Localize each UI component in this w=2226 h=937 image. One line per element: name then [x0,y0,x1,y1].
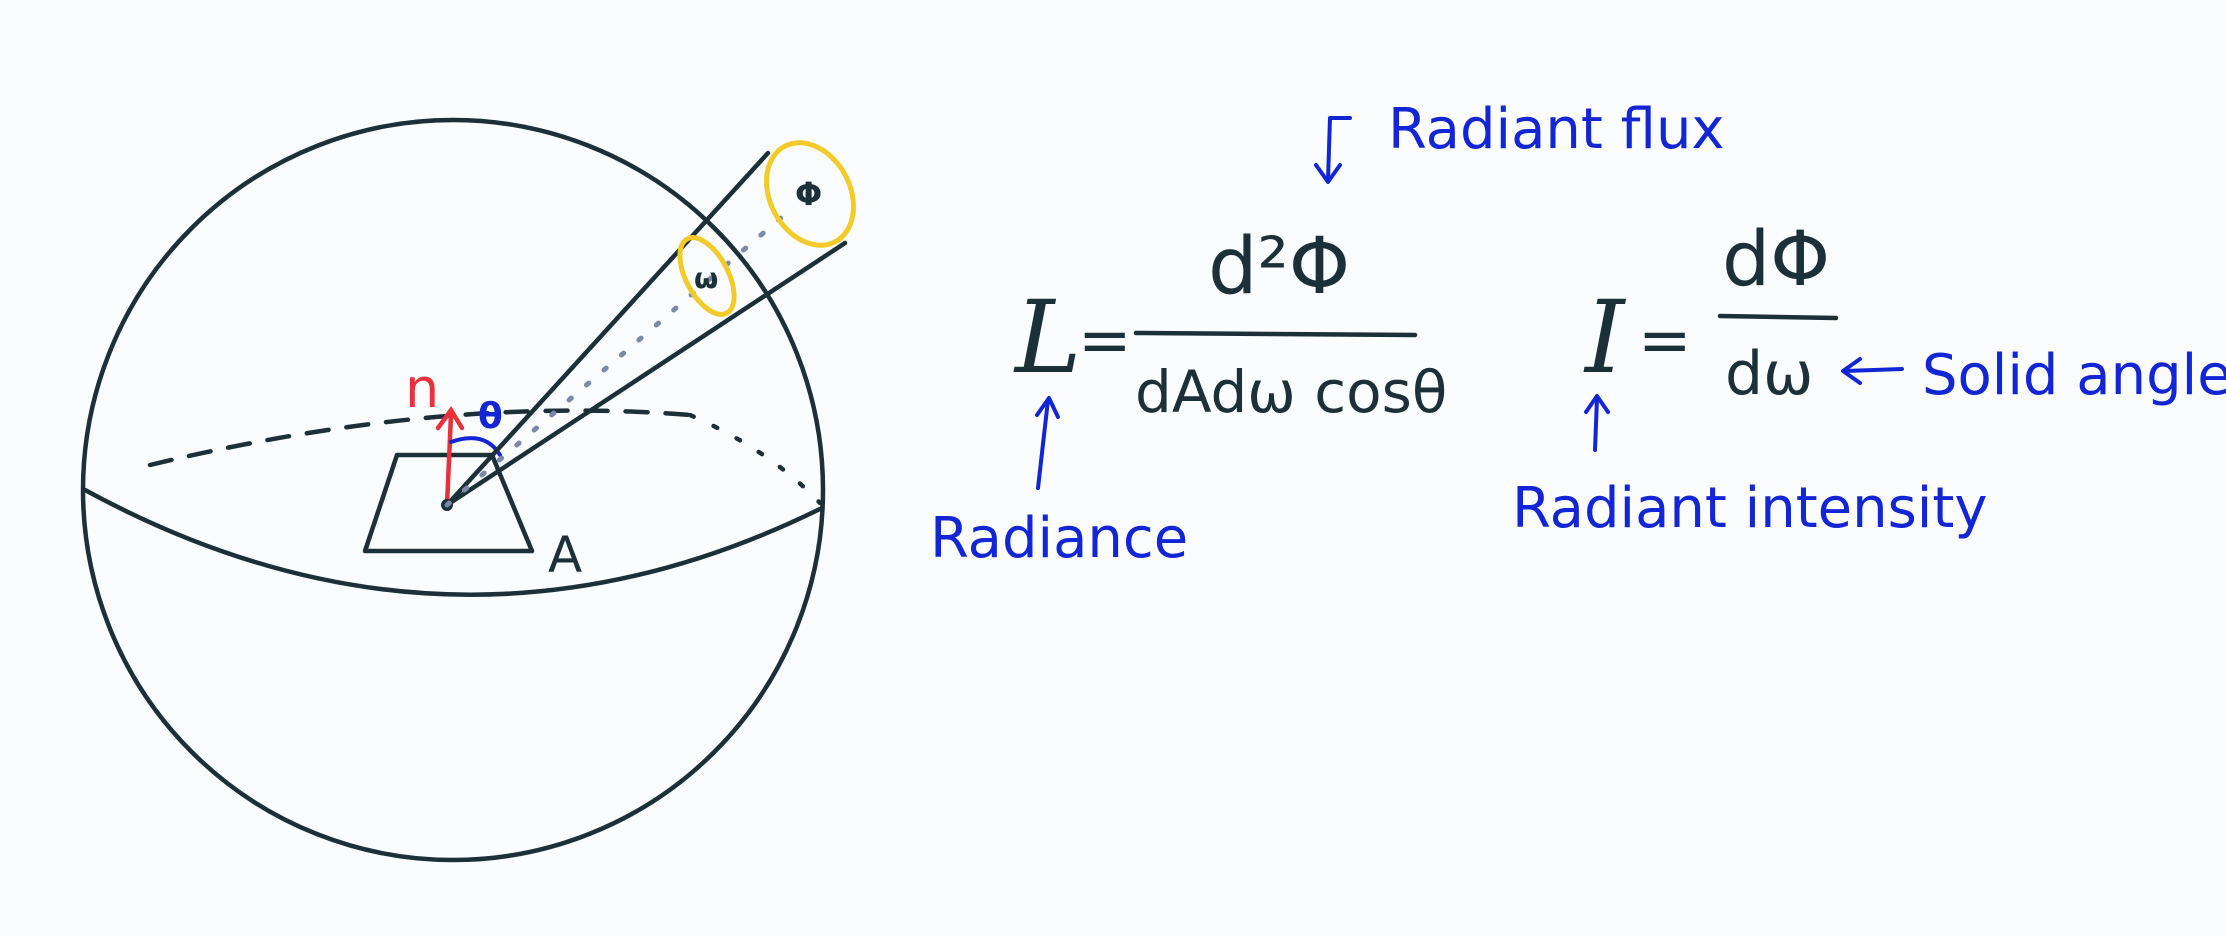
radiance-arrow [1036,398,1050,490]
radiance-label: Radiance [930,506,1188,571]
normal-label: n [405,357,439,420]
normal-arrowhead [435,405,465,431]
radiant-flux-arrow [1326,116,1352,182]
flux-symbol: Φ [795,175,822,213]
radiance-denominator: dAdω cosθ [1135,358,1447,426]
radiance-fraction-bar [1133,330,1418,338]
intensity-fraction-bar [1717,313,1839,321]
sphere-outline [80,117,826,863]
equator-back-dashed [147,408,693,468]
solid-angle-ellipse [677,235,737,317]
theta-label: θ [478,396,503,437]
radiance-arrowhead [1035,396,1060,419]
equator-front [82,487,825,597]
radiance-lhs: L [1013,279,1081,396]
radiant-intensity-arrow [1593,396,1599,452]
radiance-equals: = [1078,304,1132,378]
radiant-flux-arrowhead [1314,163,1342,184]
radiant-intensity-arrowhead [1584,394,1610,414]
area-patch [362,452,535,554]
normal-vector [444,412,454,508]
solid-angle-label: Solid angle [1922,343,2226,408]
cone-edge-lower [444,240,848,508]
equator-back-dotted [687,412,823,506]
radiant-intensity-label: Radiant intensity [1512,476,1987,541]
cone-center-ray [444,207,793,508]
radiant-flux-label: Radiant flux [1388,97,1725,162]
area-label: A [548,526,582,584]
intensity-denominator: dω [1725,339,1813,409]
solid-angle-arrowhead [1841,357,1862,385]
solid-angle-symbol: ω [694,262,718,295]
intensity-lhs: I [1583,279,1627,396]
solid-angle-arrow [1843,367,1904,373]
intensity-equals: = [1638,304,1692,378]
radiance-numerator: d²Φ [1208,222,1350,312]
flux-ellipse [764,140,856,248]
intensity-numerator: dΦ [1722,214,1830,303]
cone-edge-upper [444,150,771,508]
